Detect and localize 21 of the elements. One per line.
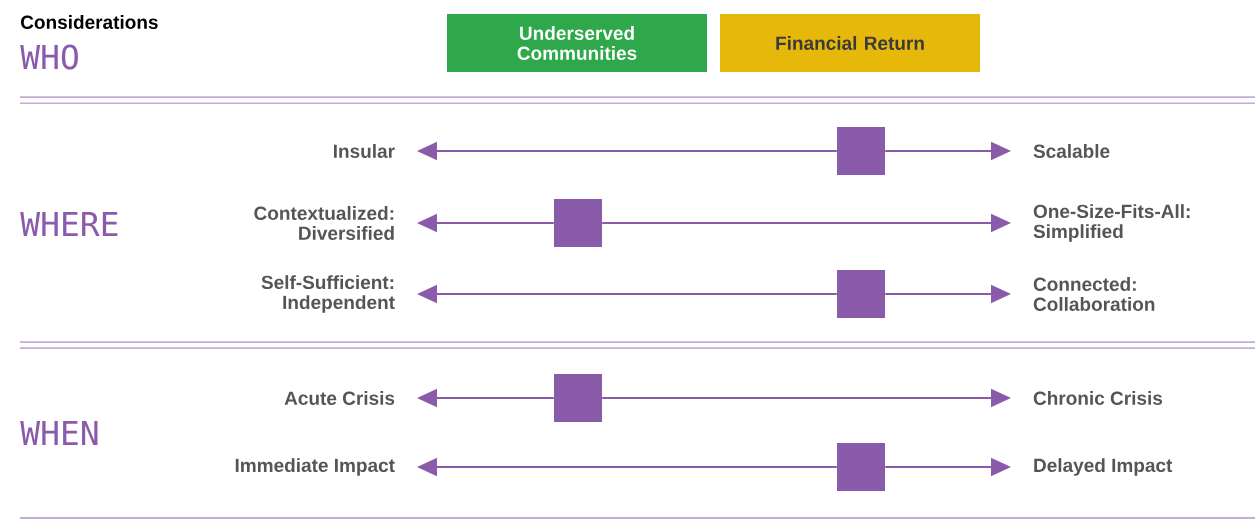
scale-label: Delayed Impact (1034, 458, 1173, 476)
scale-label: Insular (334, 144, 395, 158)
slider-marker (554, 374, 602, 422)
scale-label: One-Size-Fits-All: Simplified (1033, 204, 1190, 242)
scale-label: Connected: Collaboration (1033, 277, 1155, 311)
slider-marker (837, 127, 885, 175)
scale-label: Acute Crisis (284, 391, 395, 405)
scale-label: Chronic Crisis (1033, 391, 1163, 405)
category-box: Financial Return (720, 14, 980, 72)
slider-marker (837, 443, 885, 491)
section-label: WHEN (20, 420, 98, 445)
section-label: WHO (20, 44, 78, 70)
scale-label: Scalable (1033, 144, 1110, 158)
scale-label: Self-Sufficient: Independent (261, 275, 395, 313)
slider-marker (837, 270, 885, 318)
section-label: WHERE (20, 211, 118, 236)
scale-label: Immediate Impact (235, 458, 395, 476)
title: Considerations (21, 15, 158, 29)
category-box: Underserved Communities (447, 14, 707, 72)
slider-marker (554, 199, 602, 247)
scale-label: Contextualized: Diversified (254, 206, 394, 240)
